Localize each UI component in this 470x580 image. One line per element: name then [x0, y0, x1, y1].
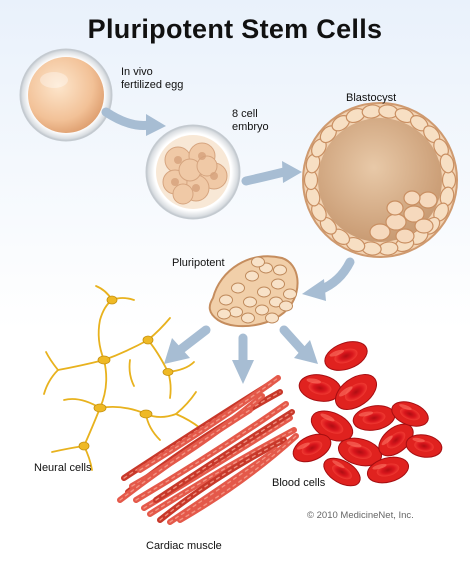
pluripotent-cell: [255, 304, 269, 316]
neuron-bodies: [78, 295, 174, 451]
muscle-fiber: [147, 427, 297, 517]
arrow-embryo-to-blastocyst: [241, 161, 302, 186]
copyright-notice: © 2010 MedicineNet, Inc.: [307, 510, 414, 521]
pluripotent-cell: [219, 294, 233, 306]
pluripotent-cell: [279, 300, 293, 312]
red-blood-cell: [352, 405, 396, 431]
pluripotent-cell: [251, 256, 265, 268]
blastocyst: [302, 102, 458, 258]
eight-cell-embryo: [145, 124, 241, 220]
trophoblast-cell: [439, 153, 455, 174]
arrow-egg-to-embryo: [101, 107, 166, 136]
red-blood-cell: [366, 456, 410, 484]
pluripotent-cell: [229, 306, 243, 318]
red-blood-cells: [292, 341, 443, 487]
red-blood-cell: [335, 374, 377, 410]
arrows: [101, 107, 355, 384]
arrow-to-neural: [164, 325, 211, 364]
red-blood-cell: [323, 457, 361, 487]
red-blood-cell: [405, 434, 443, 458]
red-blood-cell: [337, 437, 383, 467]
pluripotent-cell: [271, 278, 285, 290]
fertilized-egg: [19, 48, 113, 142]
pluripotent-cell: [283, 288, 297, 300]
pluripotent-cluster: [208, 255, 299, 328]
pluripotent-cell: [243, 296, 257, 308]
red-blood-cell: [391, 401, 429, 427]
label-cardiac-muscle: Cardiac muscle: [146, 540, 222, 552]
arrow-to-cardiac: [232, 333, 254, 384]
cardiac-muscle-fibers: [117, 375, 299, 525]
red-blood-cell: [310, 410, 354, 442]
red-blood-cell: [324, 341, 368, 371]
red-blood-cell: [298, 374, 342, 402]
pluripotent-cell: [217, 308, 231, 320]
pluripotent-cell: [231, 282, 245, 294]
pluripotent-cell: [241, 312, 255, 324]
pluripotent-cell: [257, 286, 271, 298]
arrow-blastocyst-to-pluripotent: [302, 257, 355, 301]
label-neural-cells: Neural cells: [34, 462, 92, 474]
pluripotent-cell: [273, 264, 287, 276]
label-blastocyst: Blastocyst: [346, 92, 397, 104]
red-blood-cell: [292, 433, 332, 463]
red-blood-cell: [378, 423, 414, 457]
pluripotent-cell: [265, 312, 279, 324]
diagram-title: Pluripotent Stem Cells: [87, 14, 383, 44]
arrow-to-blood: [279, 325, 318, 364]
label-blood-cells: Blood cells: [272, 477, 326, 489]
label-pluripotent: Pluripotent: [172, 257, 225, 269]
pluripotent-cell: [245, 270, 259, 282]
